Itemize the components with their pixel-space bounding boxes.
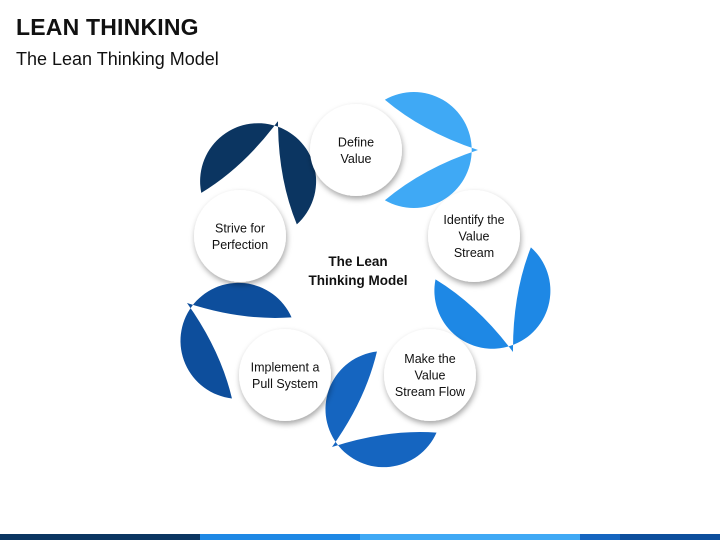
node-circle-strive-for-perfection — [194, 190, 286, 282]
footer-segment — [580, 534, 620, 540]
node-label-make-value-stream-flow: Make the — [404, 352, 455, 366]
petal-identify-value-stream — [434, 247, 551, 352]
petal-define-value — [384, 92, 478, 208]
slide-subtitle: The Lean Thinking Model — [16, 49, 219, 69]
node-label-define-value: Define — [338, 135, 374, 149]
center-label-line-2: Thinking Model — [309, 273, 408, 288]
node-label-define-value: Value — [340, 152, 371, 166]
node-label-strive-for-perfection: Strive for — [215, 221, 265, 235]
slide-title: LEAN THINKING — [16, 14, 199, 40]
node-circle-make-value-stream-flow — [384, 329, 476, 421]
node-circle-identify-value-stream — [428, 190, 520, 282]
footer-segment — [360, 534, 580, 540]
petal-implement-pull-system — [180, 282, 292, 399]
node-label-identify-value-stream: Stream — [454, 246, 494, 260]
footer-segment — [0, 534, 200, 540]
center-label-line-1: The Lean — [328, 254, 387, 269]
footer-color-bar — [0, 534, 720, 540]
footer-segment — [620, 534, 720, 540]
footer-segment — [200, 534, 360, 540]
node-label-implement-pull-system: Pull System — [252, 377, 318, 391]
node-circle-define-value — [310, 104, 402, 196]
node-circle-implement-pull-system — [239, 329, 331, 421]
petal-group — [180, 92, 551, 468]
node-label-make-value-stream-flow: Value — [414, 369, 445, 383]
petal-make-value-stream-flow — [325, 351, 437, 468]
node-label-strive-for-perfection: Perfection — [212, 238, 268, 252]
node-label-identify-value-stream: Identify the — [443, 213, 504, 227]
node-label-make-value-stream-flow: Stream Flow — [395, 385, 466, 399]
node-label-implement-pull-system: Implement a — [251, 360, 320, 374]
node-label-identify-value-stream: Value — [458, 230, 489, 244]
petal-strive-for-perfection — [200, 121, 317, 225]
